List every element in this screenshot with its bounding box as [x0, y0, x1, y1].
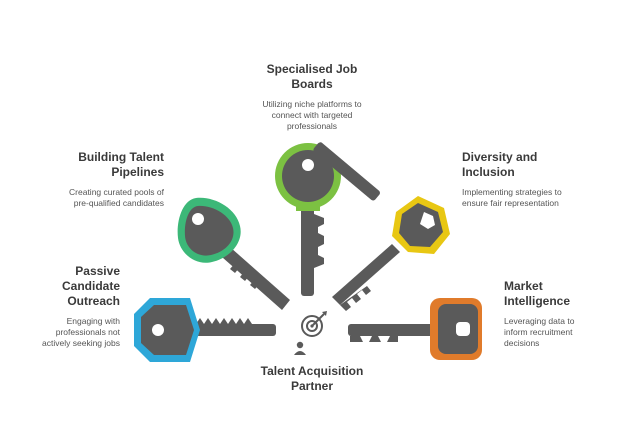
- key-diversity-shaft: [332, 196, 450, 311]
- label-market-title: Market Intelligence: [504, 279, 571, 308]
- key-diversity: [313, 142, 380, 201]
- label-specialised-desc: Utilizing niche platforms to connect wit…: [262, 99, 362, 131]
- key-market: [348, 298, 482, 360]
- key-passive: [134, 298, 276, 362]
- label-specialised: Specialised Job Boards Utilizing niche p…: [246, 62, 378, 132]
- label-passive: Passive Candidate Outreach Engaging with…: [30, 264, 120, 349]
- label-pipelines-title: Building Talent Pipelines: [78, 150, 164, 179]
- label-market: Market Intelligence Leveraging data to i…: [504, 279, 614, 349]
- label-diversity-desc: Implementing strategies to ensure fair r…: [462, 187, 562, 208]
- label-diversity: Diversity and Inclusion Implementing str…: [462, 150, 572, 209]
- label-pipelines-desc: Creating curated pools of pre-qualified …: [69, 187, 164, 208]
- label-pipelines: Building Talent Pipelines Creating curat…: [56, 150, 164, 209]
- label-specialised-title: Specialised Job Boards: [266, 62, 358, 91]
- label-diversity-title: Diversity and Inclusion: [462, 150, 538, 179]
- key-pipelines: [177, 197, 290, 310]
- label-passive-desc: Engaging with professionals not actively…: [42, 316, 120, 348]
- label-market-desc: Leveraging data to inform recruitment de…: [504, 316, 575, 348]
- label-passive-title: Passive Candidate Outreach: [61, 264, 120, 308]
- center-title: Talent Acquisition Partner: [260, 364, 364, 393]
- target-person-icon: [294, 311, 327, 355]
